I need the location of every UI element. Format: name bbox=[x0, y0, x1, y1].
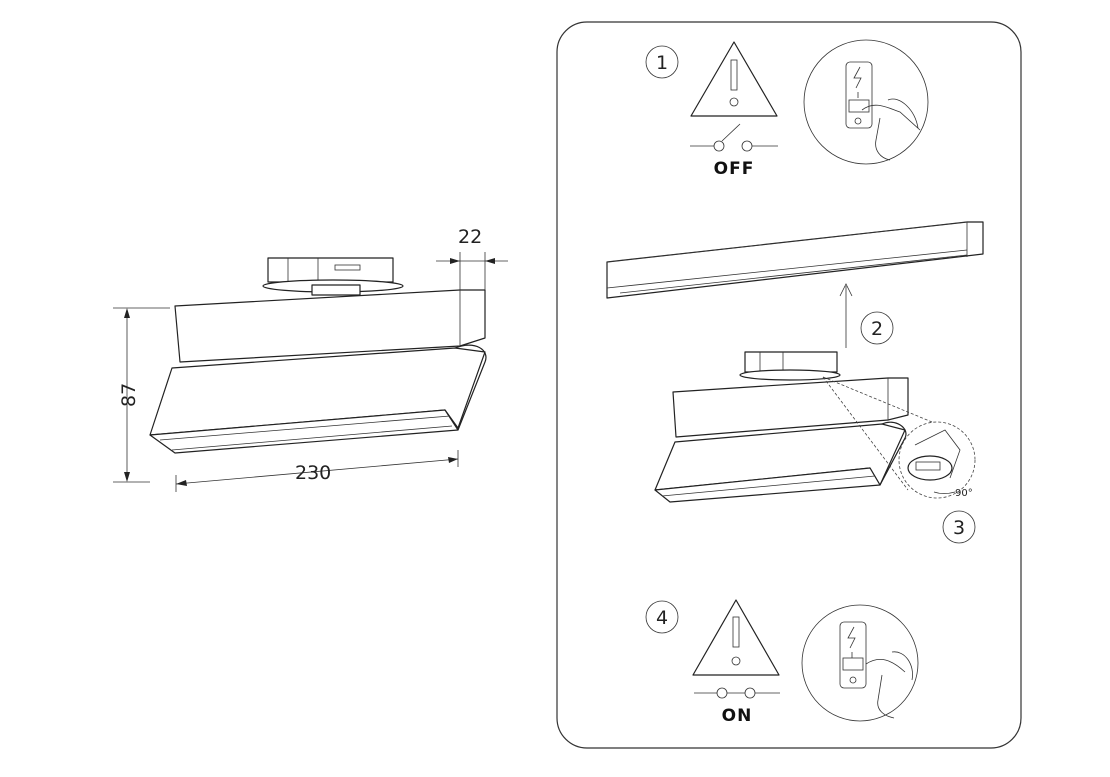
height-dimension-label: 87 bbox=[118, 383, 140, 407]
length-dimension-label: 230 bbox=[295, 462, 331, 484]
step-3: 90° 3 bbox=[654, 351, 976, 544]
fixture-dimension-drawing: 87 230 22 bbox=[113, 226, 508, 492]
step-4: 4 ON bbox=[645, 599, 919, 726]
switch-state-label: ON bbox=[722, 706, 753, 726]
step-number: 4 bbox=[656, 607, 668, 629]
step-badge bbox=[645, 45, 679, 79]
breaker-switch-off-illustration bbox=[803, 39, 929, 165]
switch-open-icon bbox=[690, 123, 778, 152]
step-badge bbox=[860, 311, 894, 345]
instruction-panel bbox=[556, 21, 1022, 749]
rotation-detail-illustration bbox=[898, 421, 976, 499]
switch-closed-icon bbox=[694, 687, 780, 699]
track-light-fixture bbox=[654, 351, 909, 503]
track-rail bbox=[606, 221, 984, 299]
breaker-switch-on-illustration bbox=[801, 604, 919, 722]
rotation-angle-label: 90° bbox=[955, 488, 973, 499]
step-badge bbox=[942, 510, 976, 544]
step-number: 1 bbox=[656, 52, 668, 74]
width-dimension-label: 22 bbox=[458, 226, 482, 248]
step-number: 3 bbox=[953, 517, 965, 539]
warning-triangle-icon bbox=[692, 599, 780, 676]
step-number: 2 bbox=[871, 318, 883, 340]
step-1: 1 OFF bbox=[645, 39, 929, 179]
step-badge bbox=[645, 600, 679, 634]
step-2: 2 bbox=[606, 221, 984, 348]
warning-triangle-icon bbox=[690, 41, 778, 117]
switch-state-label: OFF bbox=[714, 159, 755, 179]
